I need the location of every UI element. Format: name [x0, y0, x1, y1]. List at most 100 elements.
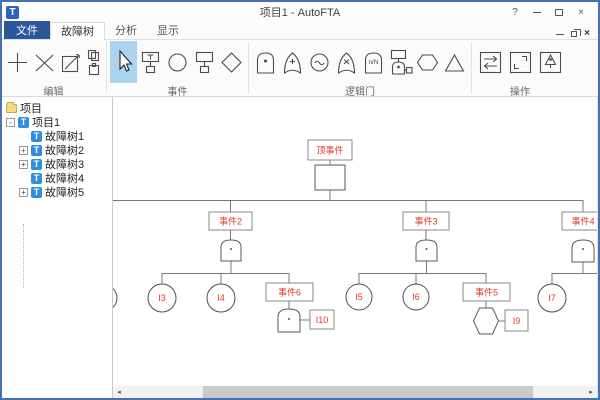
expand-expander[interactable]: + [19, 159, 28, 169]
tree-in-box-icon [539, 51, 561, 73]
node-i9[interactable]: I9 [504, 309, 529, 332]
transfer-event-tool-button[interactable] [191, 41, 218, 83]
clipboard-button[interactable] [85, 41, 103, 83]
tree-item-faulttree3[interactable]: + T 故障树3 [2, 157, 112, 171]
fault-tree-icon: T [31, 130, 42, 142]
fault-tree-icon: T [31, 144, 42, 156]
tree-item-label: 故障树4 [45, 173, 85, 185]
voting-gate-icon: n/N [364, 51, 383, 74]
tab-file[interactable]: 文件 [4, 21, 50, 39]
inhibit-gate-tool-button[interactable] [387, 41, 414, 83]
node-event6[interactable]: 事件6 [265, 282, 314, 302]
scroll-right-arrow[interactable]: ▸ [589, 389, 593, 396]
and-gate[interactable] [220, 239, 242, 262]
delete-button[interactable] [31, 41, 58, 83]
title-bar: T 项目1 - AutoFTA ? × [2, 2, 598, 22]
group-label-events: 事件 [167, 87, 188, 98]
tab-display[interactable]: 显示 [157, 24, 179, 37]
toolbar-group-events: 事件 [108, 40, 247, 98]
diamond-event-tool-button[interactable] [218, 41, 245, 83]
group-label-gates: 逻辑门 [345, 87, 375, 98]
node-event4[interactable]: 事件4 [561, 211, 598, 231]
toolbar-separator [248, 42, 249, 94]
node-i4[interactable]: I4 [206, 283, 236, 313]
tree-item-label: 项目1 [32, 117, 61, 129]
node-i6[interactable]: I6 [402, 283, 430, 311]
tab-fault-tree[interactable]: 故障树 [50, 22, 105, 40]
tree-item-faulttree1[interactable]: T 故障树1 [2, 129, 112, 143]
xor-gate-tool-button[interactable] [333, 41, 360, 83]
minimize-button[interactable] [528, 5, 546, 19]
node-i10[interactable]: I10 [309, 309, 335, 330]
fault-tree-icon: T [31, 158, 42, 170]
close-button[interactable]: × [578, 6, 584, 18]
labeled-event-tool-button[interactable] [137, 41, 164, 83]
collapse-expander[interactable]: - [6, 117, 15, 127]
or-gate-tool-button[interactable] [279, 41, 306, 83]
tree-item-faulttree2[interactable]: + T 故障树2 [2, 143, 112, 157]
svg-text:I10: I10 [316, 315, 329, 325]
scroll-left-arrow[interactable]: ◂ [117, 389, 121, 396]
tree-view-button[interactable] [535, 41, 565, 83]
maximize-button[interactable] [550, 5, 568, 19]
tree-item-label: 项目 [20, 103, 42, 115]
node-partial-left[interactable] [113, 285, 118, 311]
node-i5[interactable]: I5 [345, 283, 373, 311]
svg-text:顶事件: 顶事件 [316, 145, 343, 156]
expand-expander[interactable]: + [19, 145, 28, 155]
minimize-icon [533, 11, 541, 13]
fit-selection-button[interactable] [505, 41, 535, 83]
app-logo-icon: T [6, 5, 19, 19]
window-title: 项目1 - AutoFTA [259, 7, 341, 19]
diagram-canvas[interactable]: 顶事件 事件2 I3 I4 [113, 97, 598, 398]
tree-item-label: 故障树3 [45, 159, 85, 171]
cursor-tool-button[interactable] [110, 41, 137, 83]
edit-button[interactable] [58, 41, 85, 83]
and-gate-tool-button[interactable] [252, 41, 279, 83]
node-i3[interactable]: I3 [147, 283, 177, 313]
node-top-event[interactable]: 顶事件 [307, 139, 353, 191]
toolbar-separator [106, 42, 107, 94]
expand-expander[interactable]: + [19, 187, 28, 197]
tree-item-faulttree4[interactable]: T 故障树4 [2, 171, 112, 185]
swap-arrows-icon [479, 51, 501, 73]
triangle-icon [444, 53, 465, 72]
node-event3[interactable]: 事件3 [402, 211, 450, 231]
circle-event-tool-button[interactable] [164, 41, 191, 83]
tree-item-root[interactable]: 项目 [2, 101, 112, 115]
ribbon-minimize-icon[interactable] [556, 33, 565, 35]
svg-text:n/N: n/N [368, 59, 378, 66]
and-gate[interactable] [571, 239, 595, 263]
triangle-tool-button[interactable] [441, 41, 468, 83]
svg-text:事件2: 事件2 [219, 216, 242, 227]
svg-text:事件3: 事件3 [414, 216, 437, 227]
cursor-icon [118, 49, 133, 72]
swap-button[interactable] [475, 41, 505, 83]
and-gate[interactable] [415, 239, 438, 262]
fault-tree-icon: T [18, 116, 29, 128]
corner-brackets-icon [509, 51, 531, 73]
scrollbar-thumb[interactable] [203, 386, 533, 398]
tree-item-faulttree5[interactable]: + T 故障树5 [2, 185, 112, 199]
xor-gate-icon [337, 51, 356, 74]
node-i7[interactable]: I7 [537, 283, 567, 313]
ribbon-close-icon[interactable]: × [584, 28, 590, 39]
tree-item-project[interactable]: - T 项目1 [2, 115, 112, 129]
scrollbar-track[interactable] [125, 386, 585, 398]
hexagon-gate[interactable] [472, 307, 500, 335]
tree-item-label: 故障树2 [45, 145, 85, 157]
help-button[interactable]: ? [512, 6, 518, 18]
hexagon-gate-tool-button[interactable] [414, 41, 441, 83]
fault-tree-icon: T [31, 172, 42, 184]
similar-gate-tool-button[interactable] [306, 41, 333, 83]
tab-analysis[interactable]: 分析 [115, 24, 137, 37]
node-event2[interactable]: 事件2 [208, 211, 253, 231]
node-event5[interactable]: 事件5 [462, 282, 511, 302]
voting-gate-tool-button[interactable]: n/N [360, 41, 387, 83]
ribbon-restore-icon[interactable] [571, 29, 582, 37]
and-gate[interactable] [277, 308, 301, 333]
project-tree-panel: 项目 - T 项目1 T 故障树1 + T 故障树2 + T 故障树3 [2, 97, 113, 398]
horizontal-scrollbar[interactable]: ◂ ▸ [113, 386, 597, 398]
tree-connector-lines [23, 224, 24, 288]
add-button[interactable] [4, 41, 31, 83]
